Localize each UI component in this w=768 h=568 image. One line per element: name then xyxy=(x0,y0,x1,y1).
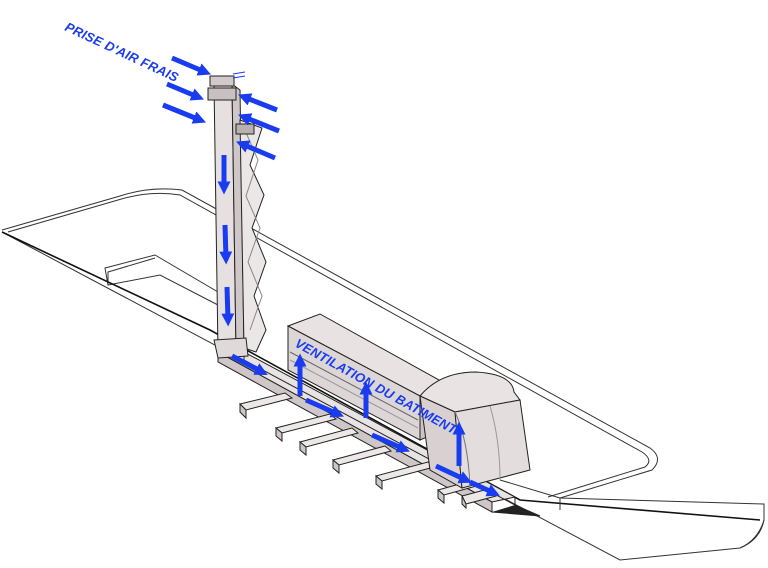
branch-beam-2 xyxy=(274,413,338,434)
branch-beam-2-side xyxy=(275,426,283,443)
tower-zigzag-screen xyxy=(239,119,267,353)
intake-arrow-1 xyxy=(171,55,211,76)
duct-arrow-2 xyxy=(304,397,344,418)
site-boundary-inner xyxy=(7,192,650,498)
tower-base xyxy=(213,337,249,359)
courtyard-wall-left xyxy=(104,254,219,306)
duct-arrow-4 xyxy=(434,463,472,484)
tower-louver-upper xyxy=(207,87,237,101)
intake-arrow-3 xyxy=(162,102,207,124)
intake-arrow-6 xyxy=(236,140,276,161)
down-arrow-2 xyxy=(219,224,233,265)
down-arrow-3 xyxy=(221,286,235,327)
branch-beam-4-side xyxy=(332,458,340,475)
duct-arrow-1 xyxy=(230,353,268,376)
building-window-band-2 xyxy=(289,359,419,429)
branch-beam-7-side xyxy=(461,495,467,510)
branch-beam-4 xyxy=(331,445,393,466)
duct-shadow xyxy=(491,504,541,517)
branch-beams xyxy=(239,392,497,510)
site-edge-corner xyxy=(739,519,765,549)
intake-arrow-4 xyxy=(237,93,278,113)
flow-arrows xyxy=(162,55,500,497)
branch-beam-1-side xyxy=(239,402,247,420)
curved-hall xyxy=(419,371,531,489)
branch-beam-1 xyxy=(239,392,294,411)
branch-beam-5-side xyxy=(375,474,383,491)
courtyard-wall-front xyxy=(107,257,156,285)
duct-arrow-5 xyxy=(468,479,500,497)
tower-cap xyxy=(209,75,235,87)
air-tower xyxy=(207,71,267,359)
intake-arrow-5 xyxy=(237,113,280,134)
building-window-band xyxy=(289,351,419,421)
branch-beam-3 xyxy=(298,427,360,448)
tower-vent-mark xyxy=(232,71,246,79)
site-boundary-outer xyxy=(1,188,765,561)
hall-curve-rib-2 xyxy=(489,405,501,481)
branch-beam-3-side xyxy=(299,440,307,457)
label-fresh-air-intake: PRISE D'AIR FRAIS xyxy=(63,19,181,85)
intake-arrow-2 xyxy=(166,81,204,101)
branch-beam-6-side xyxy=(437,488,445,505)
tower-louver-lower xyxy=(235,123,255,135)
duct-arrow-3 xyxy=(370,432,410,453)
site-edge-curb xyxy=(499,479,561,510)
tower-zigzag-line xyxy=(243,127,263,331)
hall-roof xyxy=(419,371,521,413)
